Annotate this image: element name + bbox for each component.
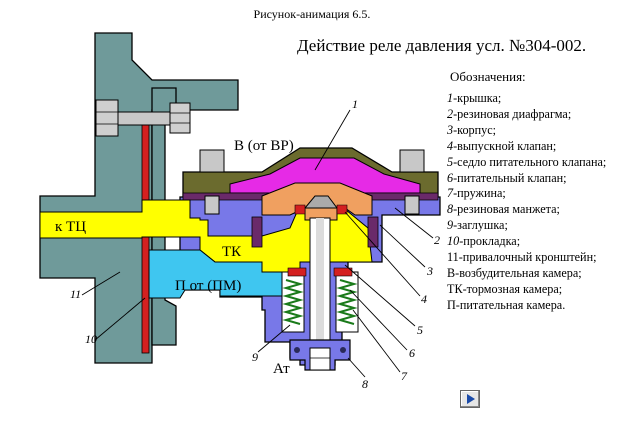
- legend-item-text: ТК-тормозная камера;: [447, 281, 563, 296]
- legend-item-number: 9: [447, 218, 454, 233]
- bolt-head: [95, 99, 119, 137]
- legend-item-text: В-возбудительная камера;: [447, 265, 582, 280]
- legend-item-text: -корпус;: [453, 122, 497, 137]
- callout-6: 6: [409, 346, 415, 360]
- chamber-tk: [39, 199, 373, 273]
- legend-item: П-питательная камера.: [447, 298, 619, 314]
- legend-item-number: 10: [447, 234, 460, 249]
- legend-list: 1-крышка; 2-резиновая диафрагма; 3-корпу…: [447, 91, 619, 314]
- legend-item-text: -седло питательного клапана;: [453, 154, 607, 169]
- legend-item: 11-привалочный кронштейн;: [447, 250, 619, 266]
- legend-item-number: 7: [447, 186, 454, 201]
- callout-4: 4: [421, 292, 427, 306]
- exhaust-valve: [303, 195, 338, 209]
- callout-3: 3: [426, 264, 433, 278]
- legend-item: В-возбудительная камера;: [447, 266, 619, 282]
- legend-item: 8-резиновая манжета;: [447, 202, 619, 218]
- legend-item-number: 4: [447, 138, 454, 153]
- legend-item: 2-резиновая диафрагма;: [447, 107, 619, 123]
- callout-2: 2: [434, 233, 440, 247]
- legend-item-text: -пружина;: [453, 186, 506, 201]
- legend-item-text: -резиновая манжета;: [453, 202, 560, 217]
- callout-1: 1: [352, 97, 358, 111]
- callout-10: 10: [85, 332, 97, 346]
- spring-right: [336, 279, 358, 325]
- play-button[interactable]: [460, 390, 480, 408]
- legend-item-text: П-питательная камера.: [447, 297, 566, 312]
- legend-item-text: -прокладка;: [459, 234, 521, 249]
- legend-item: 1-крышка;: [447, 91, 619, 107]
- label-to-tc: к ТЦ: [55, 219, 86, 235]
- label-p-from-pm: П от (ПМ): [175, 278, 241, 294]
- spring-left: [282, 279, 304, 325]
- legend-item: 3-корпус;: [447, 123, 619, 139]
- legend-item: 4-выпускной клапан;: [447, 139, 619, 155]
- legend-item: 10-прокладка;: [447, 234, 619, 250]
- label-atm: Ат: [273, 361, 290, 377]
- legend-item-text: 11-привалочный кронштейн;: [447, 250, 597, 265]
- play-icon: [467, 394, 475, 404]
- figure-caption: Рисунок-анимация 6.5.: [253, 7, 371, 21]
- legend-item-number: 5: [447, 154, 454, 169]
- legend-item: 6-питательный клапан;: [447, 171, 619, 187]
- legend-item: 5-седло питательного клапана;: [447, 155, 619, 171]
- cover-bolt-right: [399, 149, 425, 173]
- legend-item-number: 3: [447, 122, 454, 137]
- legend-item-number: 8: [447, 202, 454, 217]
- legend-item-text: -выпускной клапан;: [453, 138, 557, 153]
- callout-9: 9: [252, 350, 258, 364]
- valve-seat-left: [294, 204, 306, 215]
- label-tk: ТК: [222, 244, 242, 260]
- outlet-nozzle: [309, 347, 331, 371]
- cuff-left: [251, 216, 263, 248]
- legend-item-text: -питательный клапан;: [453, 170, 567, 185]
- callout-11: 11: [70, 287, 81, 301]
- callout-7: 7: [401, 369, 408, 383]
- cover-bolt-left: [199, 149, 225, 173]
- legend-item-number: 2: [447, 106, 454, 121]
- legend-item: 7-пружина;: [447, 186, 619, 202]
- chamber-p: [148, 249, 301, 299]
- legend-item-text: -крышка;: [453, 91, 502, 105]
- bolt-nut: [169, 102, 191, 134]
- legend-item-text: -резиновая диафрагма;: [453, 106, 572, 121]
- legend-item: ТК-тормозная камера;: [447, 282, 619, 298]
- supply-valve: [287, 267, 307, 277]
- page-title: Действие реле давления усл. №304-002.: [297, 36, 587, 55]
- cuff-right: [367, 216, 379, 248]
- legend-item-text: -заглушка;: [453, 218, 508, 233]
- label-chamber-v: В (от ВР): [234, 138, 294, 154]
- legend-item: 9-заглушка;: [447, 218, 619, 234]
- callout-8: 8: [362, 377, 368, 391]
- legend-heading: Обозначения:: [450, 69, 526, 84]
- legend-item-number: 6: [447, 170, 454, 185]
- legend-item-number: 1: [447, 91, 454, 105]
- callout-5: 5: [417, 323, 423, 337]
